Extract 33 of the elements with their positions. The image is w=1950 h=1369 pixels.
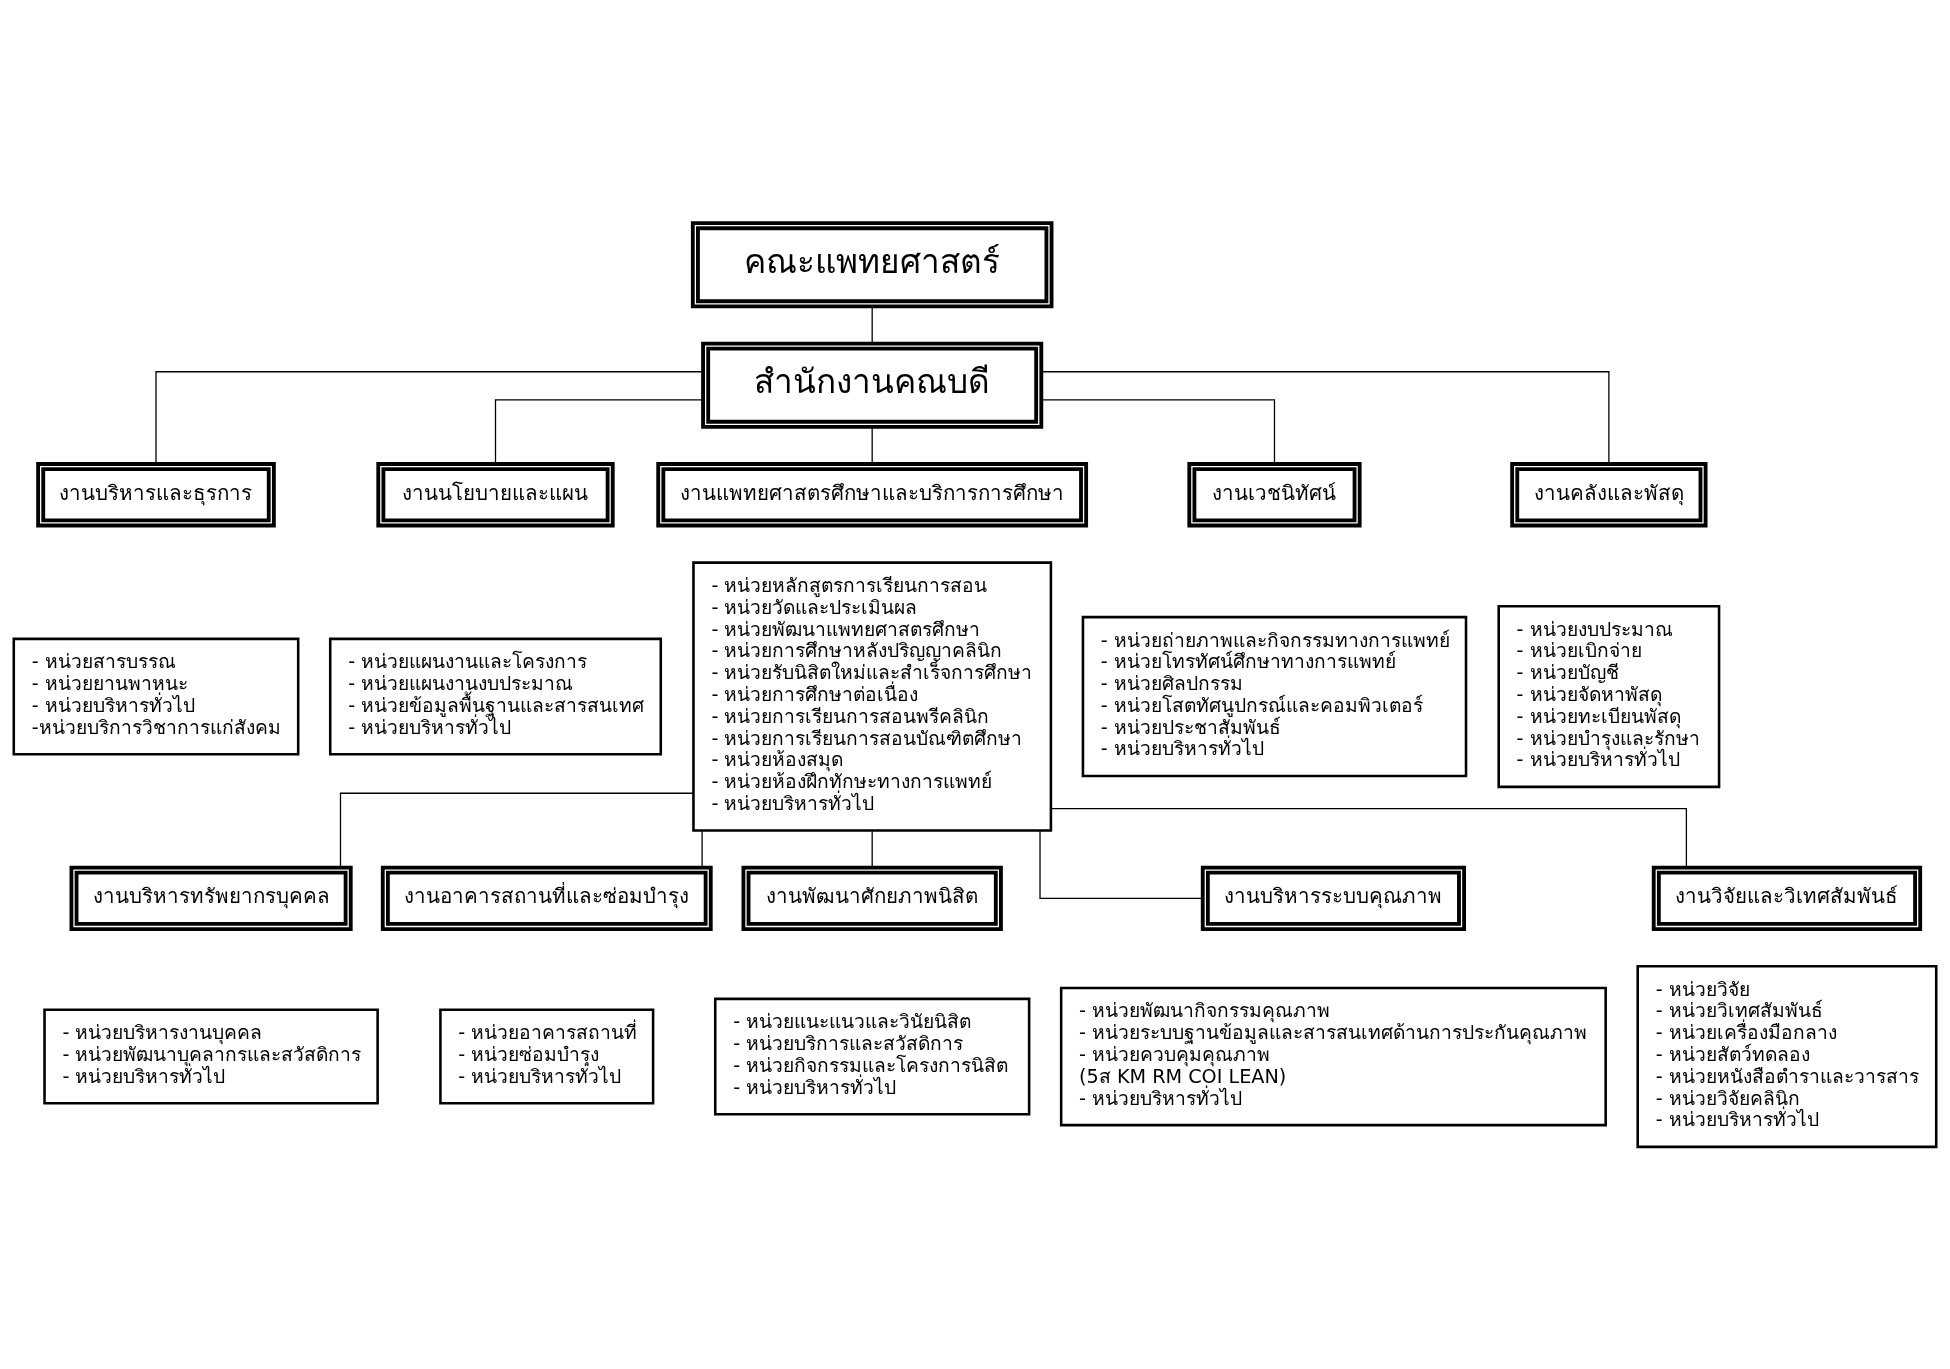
node-box: คณะแพทยศาสตร์ xyxy=(690,220,1054,308)
node-box: - หน่วยพัฒนากิจกรรมคุณภาพ - หน่วยระบบฐานข้อมูลและสารสนเทศด้านการประกันคุณภาพ - หน่วยควบคุมคุณภาพ (5ส KM RM COI LEAN) - หน่วยบริหารทั่วไป xyxy=(1059,986,1607,1126)
node-box: - หน่วยแนะแนวและวินัยนิสิต - หน่วยบริการและสวัสดิการ - หน่วยกิจกรรมและโครงการนิสิต - หน่วยบริหารทั่วไป xyxy=(713,997,1031,1115)
node-box: - หน่วยงบประมาณ - หน่วยเบิกจ่าย - หน่วยบัญชี - หน่วยจัดหาพัสดุ - หน่วยทะเบียนพัสดุ - หน่วยบำรุงและรักษา - หน่วยบริหารทั่วไป xyxy=(1497,604,1721,788)
node-box: งานบริหารระบบคุณภาพ xyxy=(1200,865,1466,931)
node-box: - หน่วยสารบรรณ - หน่วยยานพาหนะ - หน่วยบริหารทั่วไป -หน่วยบริการวิชาการแก่สังคม xyxy=(12,637,300,755)
node-box: - หน่วยถ่ายภาพและกิจกรรมทางการแพทย์ - หน่วยโทรทัศน์ศึกษาทางการแพทย์ - หน่วยศิลปกรรม - หน่วยโสตทัศนูปกรณ์และคอมพิวเตอร์ - หน่วยประชาสัมพันธ์ - หน่วยบริหารทั่วไป xyxy=(1081,615,1468,777)
node-box: - หน่วยบริหารงานบุคคล - หน่วยพัฒนาบุคลากรและสวัสดิการ - หน่วยบริหารทั่วไป xyxy=(43,1008,379,1105)
connector xyxy=(339,792,694,868)
node-box: สำนักงานคณบดี xyxy=(701,341,1044,429)
node-box: - หน่วยวิจัย - หน่วยวิเทศสัมพันธ์ - หน่วยเครื่องมือกลาง - หน่วยสัตว์ทดลอง - หน่วยหนังสือตำราและวารสาร - หน่วยวิจัยคลินิก - หน่วยบริหารทั่วไป xyxy=(1636,964,1938,1148)
connector xyxy=(1041,370,1610,464)
node-box: งานวิจัยและวิเทศสัมพันธ์ xyxy=(1651,865,1923,931)
connector xyxy=(871,829,873,868)
node-box: งานแพทยศาสตรศึกษาและบริการการศึกษา xyxy=(656,461,1089,527)
connector xyxy=(155,370,704,464)
connector xyxy=(1050,807,1688,868)
connector xyxy=(494,398,704,464)
node-box: งานนโยบายและแผน xyxy=(376,461,615,527)
node-box: งานพัฒนาศักยภาพนิสิต xyxy=(741,865,1003,931)
node-box: งานอาคารสถานที่และซ่อมบำรุง xyxy=(380,865,713,931)
node-box: - หน่วยแผนงานและโครงการ - หน่วยแผนงานงบประมาณ - หน่วยข้อมูลพื้นฐานและสารสนเทศ - หน่วยบริหารทั่วไป xyxy=(328,637,663,755)
connector xyxy=(701,829,703,868)
connector xyxy=(1039,829,1204,899)
connector xyxy=(871,305,873,344)
node-box: งานเวชนิทัศน์ xyxy=(1187,461,1362,527)
node-box: งานบริหารและธุรการ xyxy=(36,461,276,527)
connector xyxy=(1040,398,1276,464)
node-box: - หน่วยอาคารสถานที่ - หน่วยซ่อมบำรุง - หน่วยบริหารทั่วไป xyxy=(439,1008,655,1105)
node-box: งานบริหารทรัพยากรบุคคล xyxy=(69,865,353,931)
connector xyxy=(871,426,873,464)
node-box: งานคลังและพัสดุ xyxy=(1510,461,1708,527)
node-box: - หน่วยหลักสูตรการเรียนการสอน - หน่วยวัดและประเมินผล - หน่วยพัฒนาแพทยศาสตรศึกษา - หน่วยการศึกษาหลังปริญญาคลินิก - หน่วยรับนิสิตใหม่และสำเร็จการศึกษา - หน่วยการศึกษาต่อเนื่อง - หน่วยการเรียนการสอนพรีคลินิก - หน่วยการเรียนการสอนบัณฑิตศึกษา - หน่วยห้องสมุด - หน่วยห้องฝึกทักษะทางการแพทย์ - หน่วยบริหารทั่วไป xyxy=(692,560,1053,832)
